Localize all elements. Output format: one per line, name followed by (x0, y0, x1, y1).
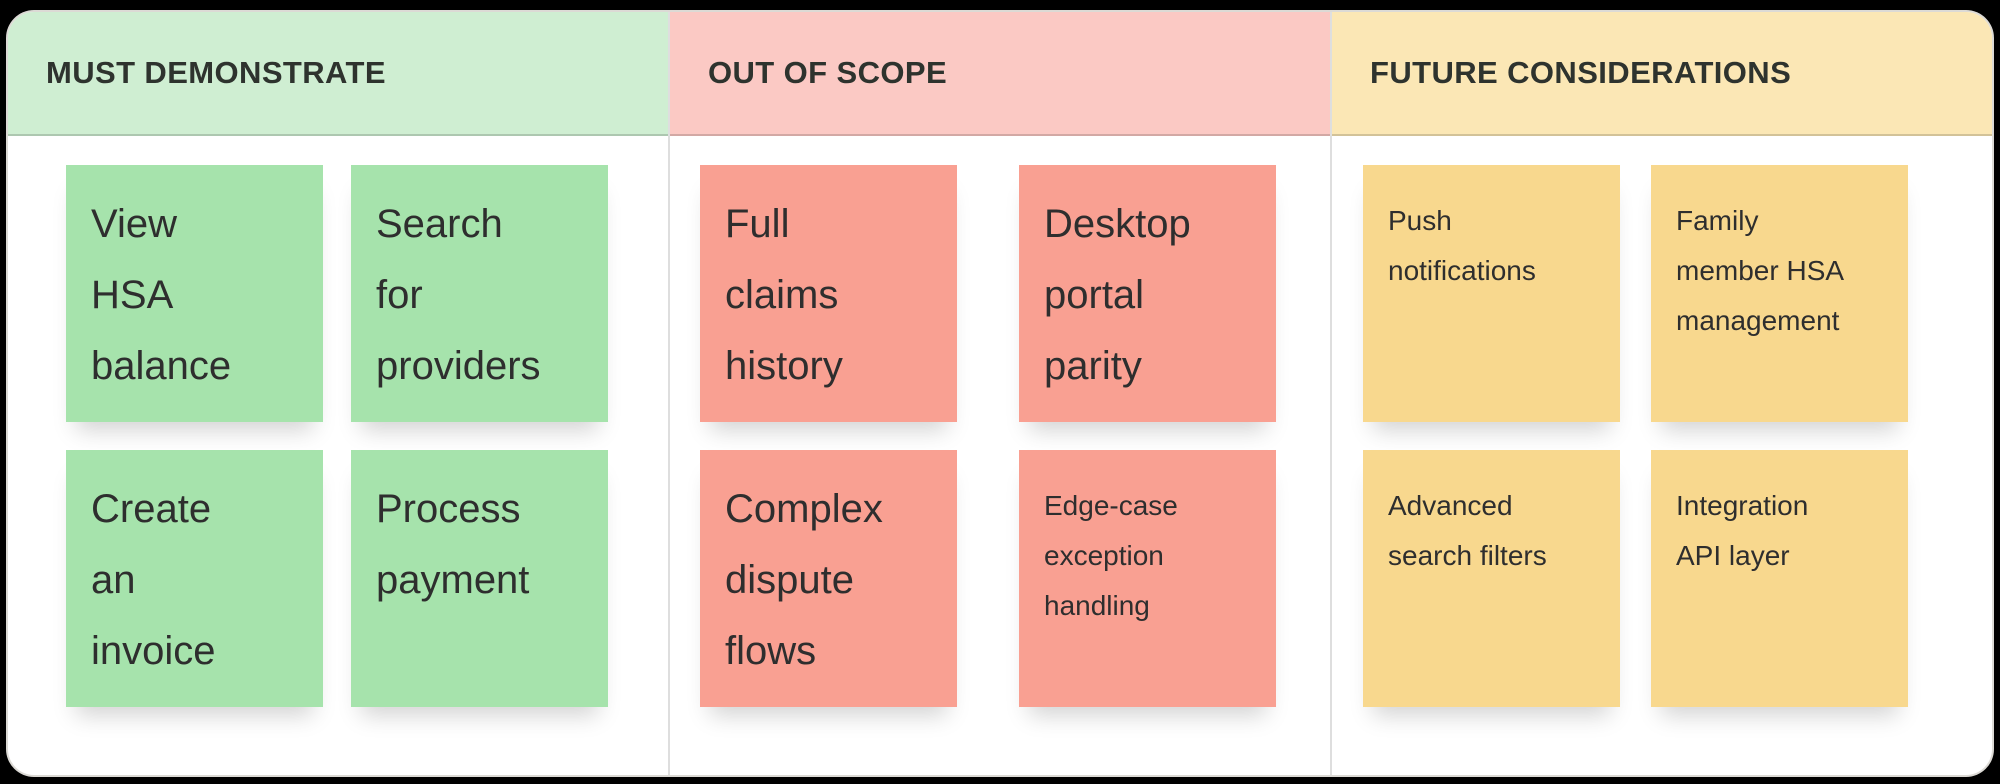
sticky-note[interactable]: Edge-case exception handling (1019, 450, 1276, 707)
scope-board: MUST DEMONSTRATE View HSA balance Search… (8, 12, 1992, 775)
column-out-of-scope: OUT OF SCOPE Full claims history Desktop… (668, 12, 1330, 775)
sticky-note[interactable]: Desktop portal parity (1019, 165, 1276, 422)
column-header-out-of-scope: OUT OF SCOPE (670, 12, 1330, 136)
sticky-note[interactable]: Family member HSA management (1651, 165, 1908, 422)
column-title: MUST DEMONSTRATE (46, 55, 386, 90)
column-body: View HSA balance Search for providers Cr… (8, 136, 668, 775)
column-must-demonstrate: MUST DEMONSTRATE View HSA balance Search… (8, 12, 668, 775)
sticky-note[interactable]: Create an invoice (66, 450, 323, 707)
column-header-future-considerations: FUTURE CONSIDERATIONS (1332, 12, 1992, 136)
column-title: OUT OF SCOPE (708, 55, 948, 90)
sticky-note[interactable]: Advanced search filters (1363, 450, 1620, 707)
sticky-note[interactable]: Integration API layer (1651, 450, 1908, 707)
column-body: Push notifications Family member HSA man… (1332, 136, 1992, 775)
sticky-note[interactable]: View HSA balance (66, 165, 323, 422)
sticky-note[interactable]: Search for providers (351, 165, 608, 422)
sticky-note[interactable]: Complex dispute flows (700, 450, 957, 707)
sticky-note[interactable]: Process payment (351, 450, 608, 707)
column-title: FUTURE CONSIDERATIONS (1370, 55, 1792, 90)
column-body: Full claims history Desktop portal parit… (670, 136, 1330, 775)
sticky-note[interactable]: Push notifications (1363, 165, 1620, 422)
column-header-must-demonstrate: MUST DEMONSTRATE (8, 12, 668, 136)
column-future-considerations: FUTURE CONSIDERATIONS Push notifications… (1330, 12, 1992, 775)
sticky-note[interactable]: Full claims history (700, 165, 957, 422)
